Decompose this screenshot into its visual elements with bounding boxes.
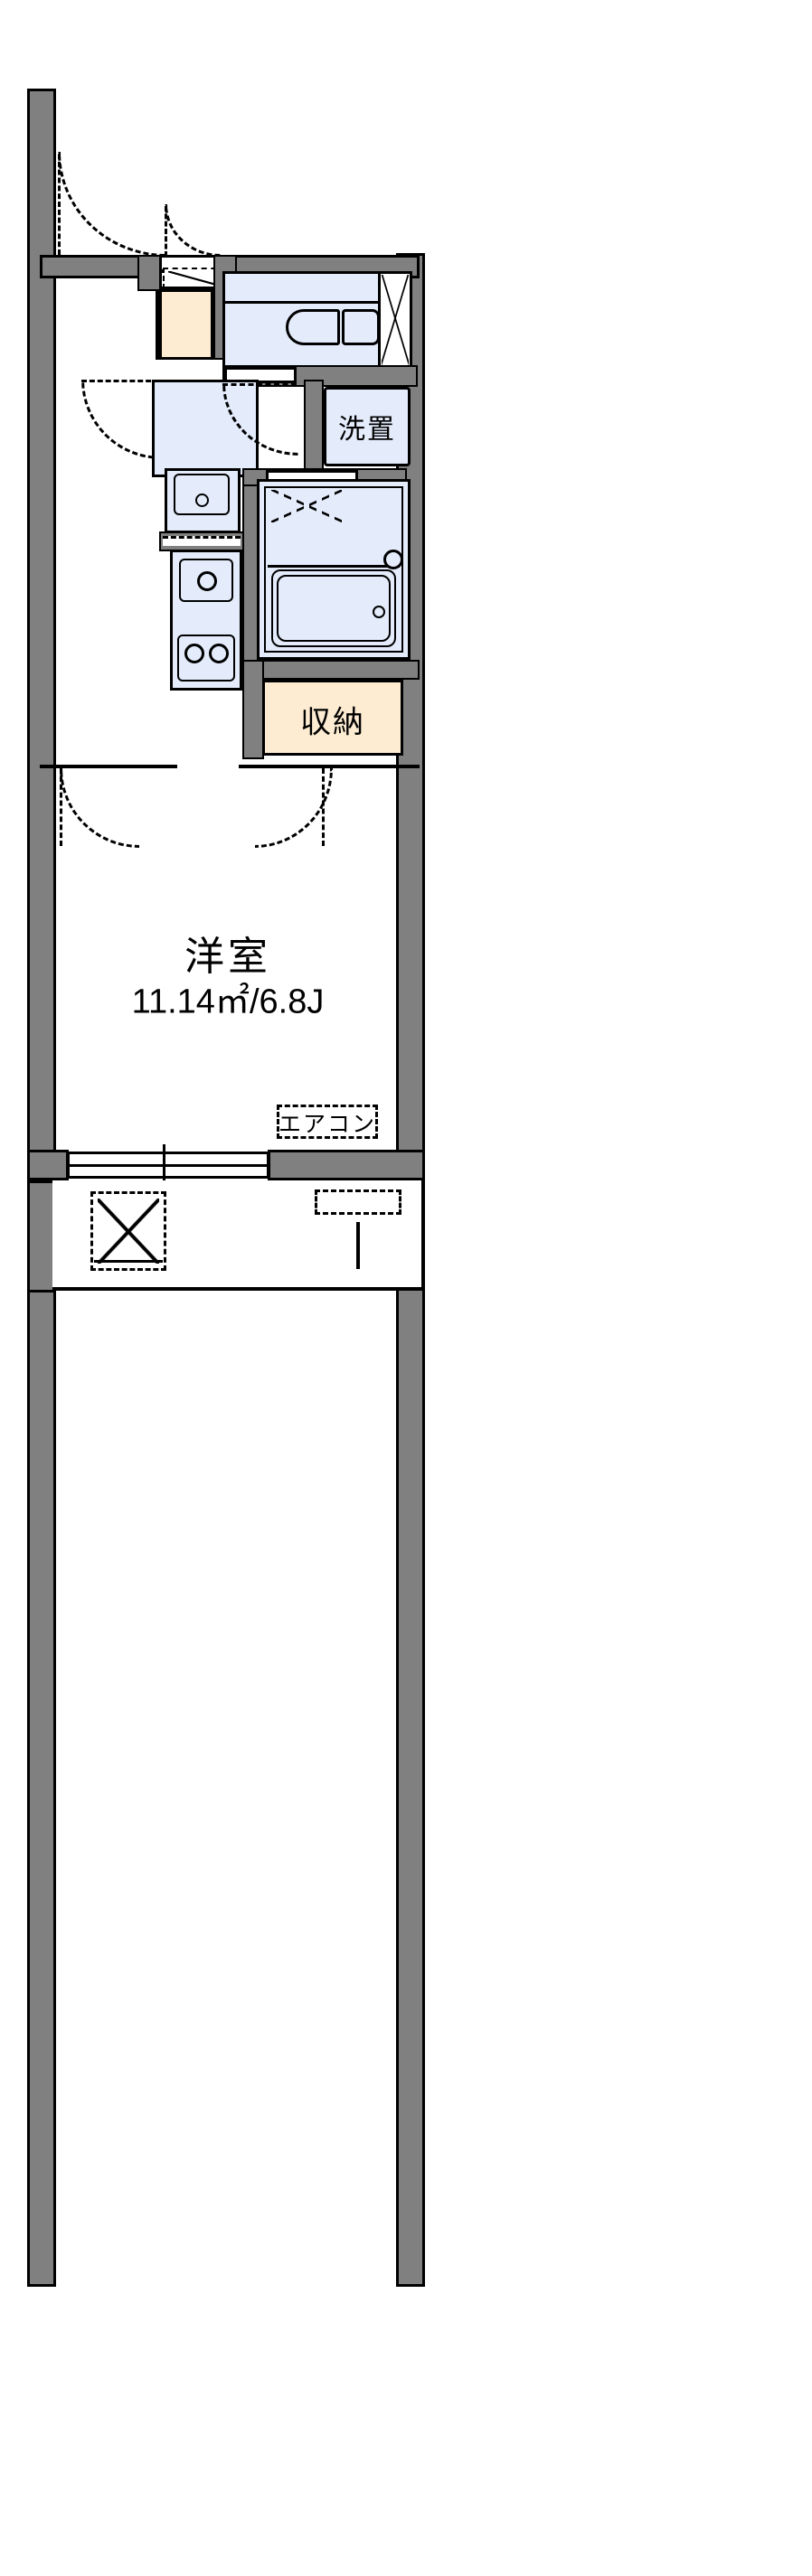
kitchen-sink-drain <box>197 571 217 591</box>
shoe-cabinet-door-line <box>156 289 160 360</box>
interior-door-leaf-entry <box>165 206 174 257</box>
balcony-drain-pipe <box>356 1222 360 1269</box>
main-room-area: 11.14㎡/6.8J <box>131 982 325 1021</box>
exterior-wall-left-top <box>27 89 56 1173</box>
wall-laundry-left <box>304 380 324 470</box>
wash-basin-drain <box>195 494 209 507</box>
wash-basin-counter-pattern <box>163 536 241 546</box>
bathroom-faucet <box>383 550 403 569</box>
aircon-label: エアコン <box>278 1112 377 1137</box>
balcony-wall-right <box>268 1150 425 1180</box>
main-room-label: 洋室 <box>184 935 271 979</box>
balcony-window-mullion <box>67 1164 269 1167</box>
exterior-wall-right-lower <box>396 1157 425 2287</box>
main-room-top-wall-2 <box>239 765 420 768</box>
toilet-door-opening <box>224 367 297 383</box>
laundry-label: 洗置 <box>338 415 396 445</box>
entrance-door-swing <box>58 152 166 257</box>
bath-door-swing <box>271 490 344 522</box>
storage-label: 収納 <box>300 705 365 740</box>
main-room-door-leaf-left <box>60 768 69 846</box>
bathroom-inner-outline <box>264 486 403 653</box>
stove-burner-right <box>209 644 229 663</box>
toilet-room-upper-strip <box>226 275 387 302</box>
balcony-right-edge <box>421 1180 425 1291</box>
main-room-top-wall <box>40 765 177 768</box>
entrance-door-leaf <box>58 154 69 255</box>
exterior-wall-left <box>27 1166 56 2287</box>
bathtub-inner <box>277 575 391 642</box>
bathtub-drain <box>373 606 385 618</box>
toilet-window-glyph <box>382 275 409 365</box>
toilet-room-divider <box>224 301 389 304</box>
wall-storage-left <box>242 660 264 759</box>
balcony-wall-left <box>27 1150 69 1180</box>
main-room-door-swing-left <box>60 768 139 848</box>
toilet-bowl <box>286 309 340 345</box>
wall-entry-right <box>137 255 161 291</box>
bathroom-wash-area <box>268 490 400 568</box>
laundry-space <box>324 387 411 466</box>
shoe-cabinet <box>159 289 213 360</box>
hall-door-swing <box>81 380 161 459</box>
toilet-cistern <box>342 309 380 345</box>
balcony-window-sash <box>163 1144 165 1186</box>
balcony-ac-unit-base <box>94 1260 163 1263</box>
balcony-floor-edge <box>52 1287 425 1291</box>
aircon-marker <box>277 1105 378 1139</box>
balcony-ac-unit-glyph <box>98 1199 159 1264</box>
wall-storage-top <box>242 660 420 680</box>
main-room-door-leaf-right <box>322 768 331 846</box>
stove-burner-left <box>184 644 204 663</box>
balcony-railing-marker <box>315 1189 401 1215</box>
entrance-door-arrow <box>168 271 221 286</box>
balcony-ac-unit-marker <box>90 1191 166 1271</box>
wall-genkan-bottom <box>159 269 163 273</box>
